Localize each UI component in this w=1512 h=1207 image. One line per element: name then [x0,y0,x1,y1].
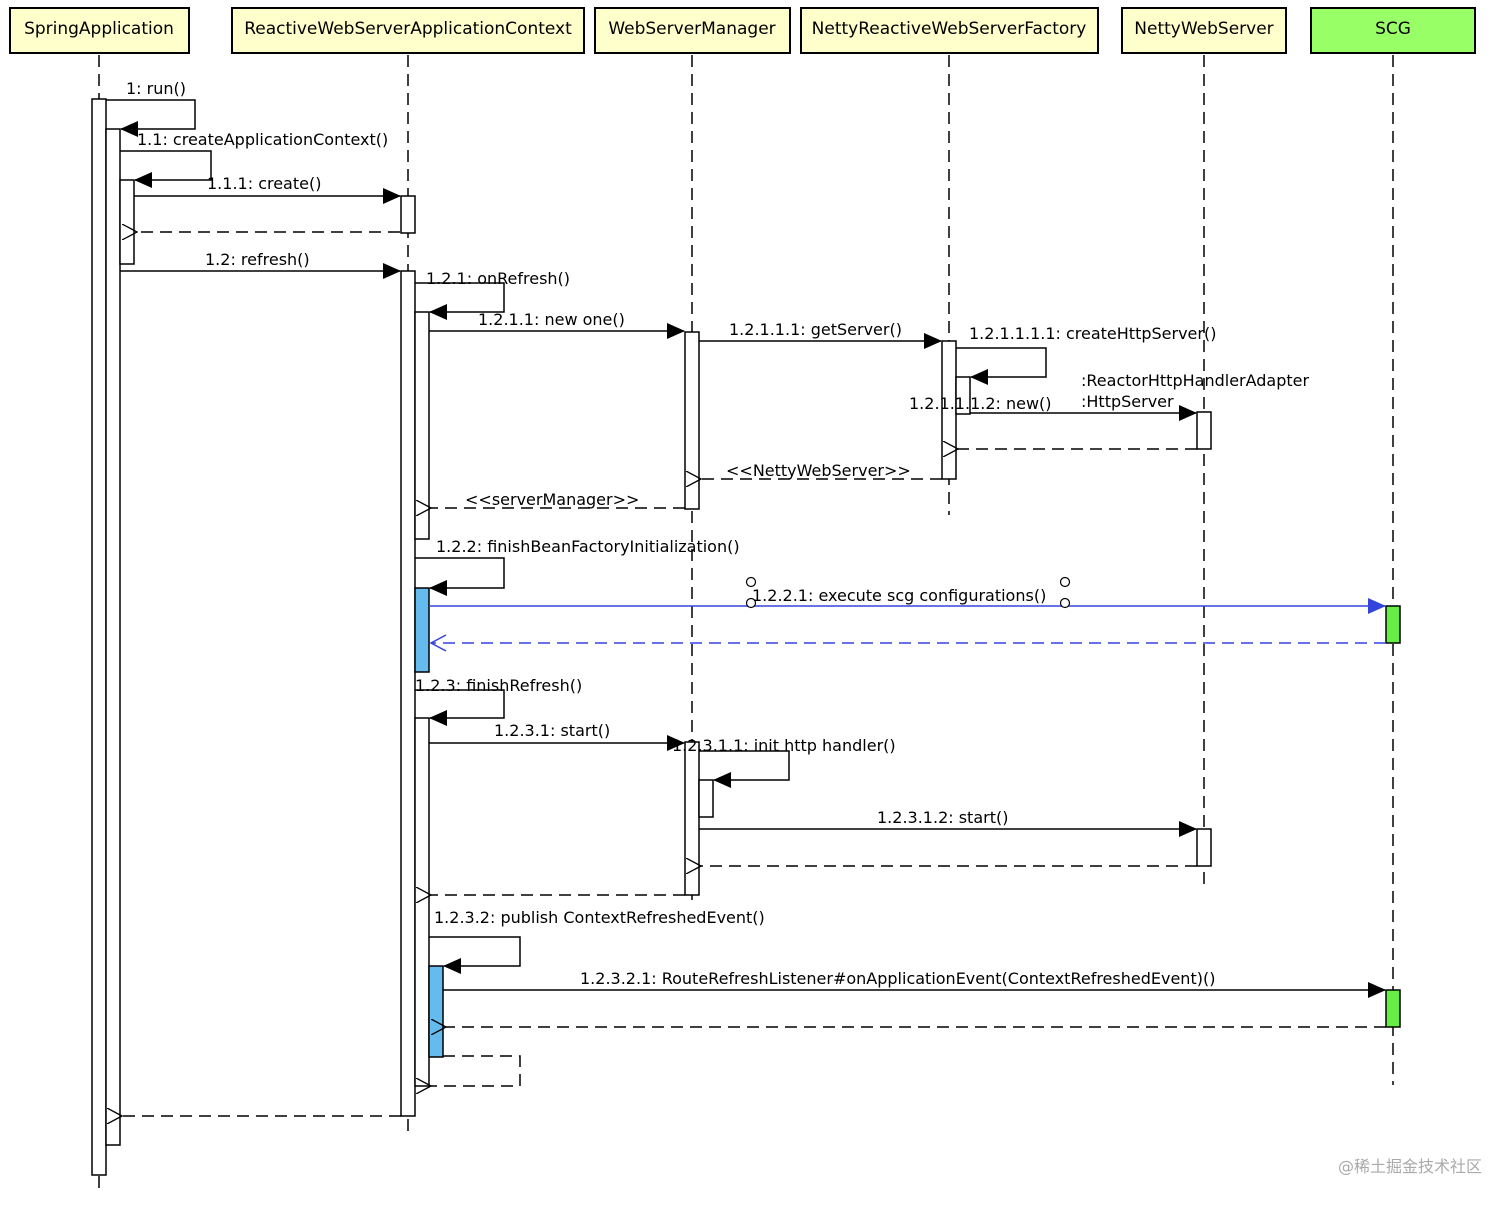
label-create-http-server: 1.2.1.1.1.1: createHttpServer() [969,324,1216,343]
label-new-one: 1.2.1.1: new one() [478,310,625,329]
participant-label: ReactiveWebServerApplicationContext [244,19,572,39]
activation-ctx-create [400,195,416,234]
label-init-http-handler: 1.2.3.1.1: init http handler() [672,736,896,755]
participant-web-server-manager: WebServerManager [594,7,791,54]
note-adapter-line2: :HttpServer [1081,392,1174,411]
participant-spring-application: SpringApplication [9,7,190,54]
participant-netty-factory: NettyReactiveWebServerFactory [800,7,1099,54]
activation-spring-run [91,98,107,1176]
activation-factory-create [955,376,971,415]
label-refresh: 1.2: refresh() [205,250,310,269]
arrow-publish-event [429,936,521,974]
label-publish-event: 1.2.3.2: publish ContextRefreshedEvent() [434,908,765,927]
participant-label: SCG [1375,19,1411,39]
participant-netty-web-server: NettyWebServer [1121,7,1287,54]
participant-label: NettyReactiveWebServerFactory [812,19,1087,39]
return-publish-event [431,1055,521,1086]
activation-wsm-start [684,741,700,896]
label-execute-scg-configurations: 1.2.2.1: execute scg configurations() [752,586,1046,605]
activation-ctx-onrefresh [414,311,430,540]
arrow-on-refresh [415,282,505,320]
activation-spring-create-context [105,128,121,1146]
lifelines [98,55,1394,1192]
selection-handle [1059,576,1071,588]
arrow-init-http-handler [699,750,790,788]
label-create: 1.1.1: create() [207,174,321,193]
label-new: 1.2.1.1.1.2: new() [909,394,1052,413]
message-labels: 1: run() 1.1: createApplicationContext()… [126,79,1310,988]
note-adapter-line1: :ReactorHttpHandlerAdapter [1081,371,1310,390]
arrow-finish-refresh [415,689,505,726]
label-on-refresh: 1.2.1: onRefresh() [426,269,570,288]
activation-wsm-new [684,331,700,510]
label-run: 1: run() [126,79,186,98]
activation-scg-listener [1385,989,1401,1028]
activation-spring-inner [119,179,135,265]
participant-label: WebServerManager [608,19,775,39]
label-nws-start: 1.2.3.1.2: start() [877,808,1008,827]
selection-handle [745,597,757,609]
activation-ctx-refresh [400,270,416,1117]
activation-ctx-finish-bean [414,587,430,673]
participant-reactive-context: ReactiveWebServerApplicationContext [231,7,585,54]
selection-handle [1059,597,1071,609]
label-create-application-context: 1.1: createApplicationContext() [137,130,388,149]
message-lines [106,99,1386,1116]
label-finish-bean-factory: 1.2.2: finishBeanFactoryInitialization() [436,537,740,556]
arrow-run [106,99,196,137]
label-get-server: 1.2.1.1.1: getServer() [729,320,902,339]
selection-handle [745,576,757,588]
arrow-create-http-server [956,347,1047,385]
label-start: 1.2.3.1: start() [494,721,610,740]
label-route-refresh-listener: 1.2.3.2.1: RouteRefreshListener#onApplic… [580,969,1215,988]
participant-scg: SCG [1310,7,1476,54]
activation-wsm-init [698,779,714,818]
label-return-server-manager: <<serverManager>> [465,490,639,509]
participant-label: NettyWebServer [1134,19,1273,39]
label-finish-refresh: 1.2.3: finishRefresh() [415,676,582,695]
activation-scg-configure [1385,605,1401,644]
activation-nws-new [1196,411,1212,450]
activation-ctx-finish-refresh [414,717,430,1087]
return-arrowhead [429,634,447,652]
arrow-create-application-context [120,150,212,188]
activation-ctx-publish [428,965,444,1058]
arrow-finish-bean-factory [415,557,505,596]
activation-nws-start [1196,828,1212,867]
highlighted-message [429,576,1386,652]
label-return-netty-web-server: <<NettyWebServer>> [726,461,911,480]
watermark: @稀土掘金技术社区 [1338,1157,1482,1176]
participant-label: SpringApplication [24,19,174,39]
